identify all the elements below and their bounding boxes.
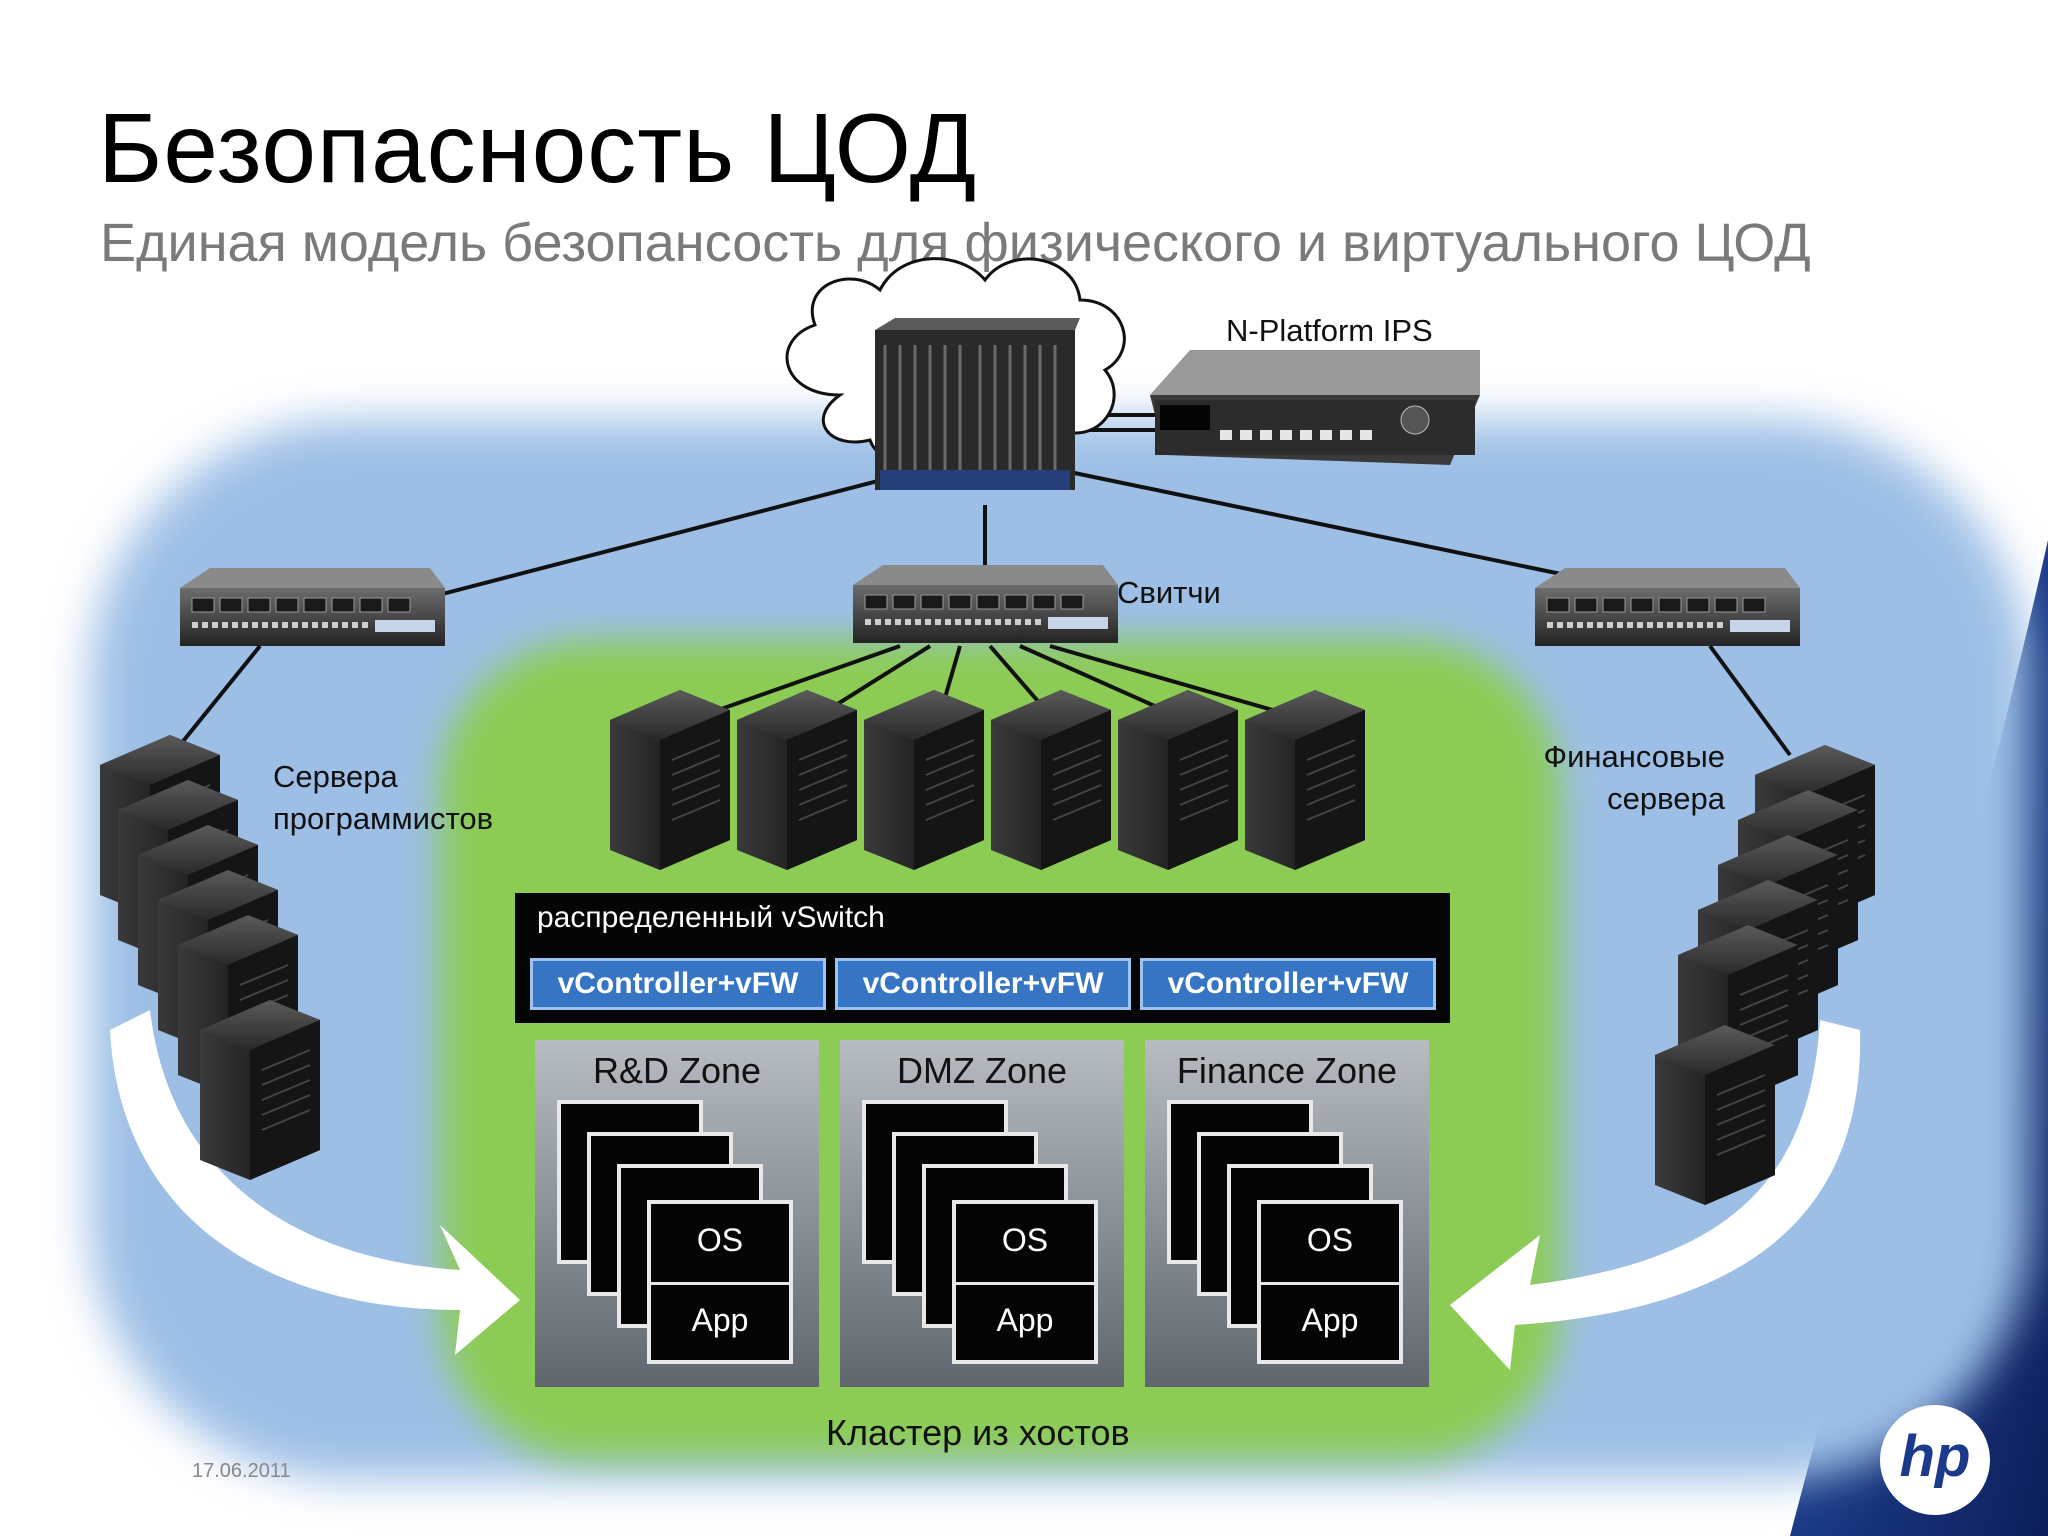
vcontroller-box: vController+vFW [835,958,1131,1010]
ips-label: N-Platform IPS [1226,313,1433,348]
finance-servers-label: Финансовые сервера [1543,739,1725,816]
zone-rnd: R&D Zone OS App [535,1040,819,1387]
zone-dmz: DMZ Zone OS App [840,1040,1124,1387]
ips-appliance-icon [1150,350,1480,465]
vm-card-front: OS App [1257,1200,1403,1364]
core-switch-icon [875,318,1080,490]
vm-card-front: OS App [647,1200,793,1364]
switch-center-icon [852,564,1119,644]
vm-app-label: App [996,1302,1054,1338]
switch-left-icon [179,567,446,647]
vm-app-label: App [1301,1302,1359,1338]
server-tower-icon [199,999,321,1181]
controller-row: vController+vFW vController+vFW vControl… [515,943,1450,1023]
cluster-label: Кластер из хостов [826,1412,1130,1453]
vswitch-bar: распределенный vSwitch [515,893,1450,943]
server-tower-icon [1244,689,1366,871]
slide-title: Безопасность ЦОД [98,93,978,203]
vm-card-front: OS App [952,1200,1098,1364]
vm-divider [956,1282,1094,1285]
arrow-right-icon [1450,1020,1861,1370]
zone-title: Finance Zone [1176,1050,1398,1091]
switches-label: Свитчи [1117,575,1221,610]
side-links [178,644,1792,757]
switch-right-icon [1534,567,1801,647]
server-tower-icon [990,689,1112,871]
dev-servers-label: Сервера программистов [273,759,494,836]
hp-logo: hp [1880,1405,1990,1515]
slide-date: 17.06.2011 [192,1460,291,1482]
vm-divider [651,1282,789,1285]
server-tower-icon [609,689,731,871]
zone-title: R&D Zone [592,1050,762,1091]
zone-title: DMZ Zone [896,1050,1068,1091]
arrow-left-icon [110,1010,520,1355]
vm-os-label: OS [1001,1222,1049,1258]
vcontroller-box: vController+vFW [530,958,826,1010]
vm-os-label: OS [1306,1222,1354,1258]
server-tower-icon [863,689,985,871]
zone-finance: Finance Zone OS App [1145,1040,1429,1387]
server-tower-icon [736,689,858,871]
vm-os-label: OS [696,1222,744,1258]
server-tower-icon [1654,1024,1776,1206]
server-tower-icon [1117,689,1239,871]
vcontroller-box: vController+vFW [1140,958,1436,1010]
vm-app-label: App [691,1302,749,1338]
vm-divider [1261,1282,1399,1285]
